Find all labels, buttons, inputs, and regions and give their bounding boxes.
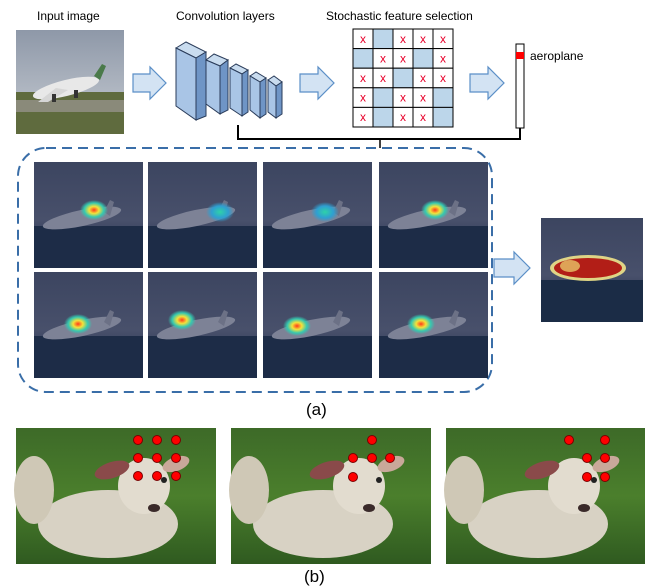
heatmap-thumbnail <box>34 272 143 378</box>
grid-cell-mark: x <box>440 71 446 85</box>
keypoint-dot <box>582 453 592 463</box>
keypoint-dot <box>348 472 358 482</box>
grid-cell-mark: x <box>360 91 366 105</box>
heatmap-thumbnail <box>263 162 372 268</box>
heatmap-thumbnail <box>148 272 257 378</box>
heatmap-thumbnail <box>379 162 488 268</box>
input-image-label: Input image <box>37 9 100 23</box>
keypoint-dot <box>171 453 181 463</box>
grid-cell-mark: x <box>360 110 366 124</box>
grid-cell-mark: x <box>400 91 406 105</box>
arrow-right-icon <box>299 65 335 101</box>
grid-cell-mark: x <box>420 71 426 85</box>
grid-cell-mark: x <box>440 32 446 46</box>
grid-cell-mark: x <box>420 91 426 105</box>
keypoint-dot <box>133 471 143 481</box>
keypoint-dot <box>600 435 610 445</box>
keypoint-dot <box>171 471 181 481</box>
keypoint-dot <box>152 453 162 463</box>
grid-cell <box>432 106 454 128</box>
heatmap-thumbnail <box>379 272 488 378</box>
keypoint-dot <box>367 435 377 445</box>
caption-b: (b) <box>304 567 325 586</box>
input-airplane-image <box>16 30 124 134</box>
output-score-marker <box>516 52 524 59</box>
grid-cell-mark: x <box>360 71 366 85</box>
lamb-image <box>14 428 216 564</box>
heatmap-thumbnail <box>34 162 143 268</box>
keypoint-dot <box>367 453 377 463</box>
keypoint-dot <box>133 453 143 463</box>
connector-line <box>237 125 521 140</box>
grid-cell-mark: x <box>400 32 406 46</box>
keypoint-dot <box>171 435 181 445</box>
grid-cell-mark: x <box>400 51 406 65</box>
grid-cell-mark: x <box>380 71 386 85</box>
grid-cell-mark: x <box>380 51 386 65</box>
grid-cell-mark: x <box>360 32 366 46</box>
aeroplane-label: aeroplane <box>530 49 584 63</box>
keypoint-dot <box>152 471 162 481</box>
convolution-layers-block <box>174 41 283 121</box>
grid-cell-mark: x <box>420 32 426 46</box>
keypoint-dot <box>582 472 592 482</box>
grid-cell-mark: x <box>400 110 406 124</box>
keypoint-dot <box>152 435 162 445</box>
convolution-layers-label: Convolution layers <box>176 9 275 23</box>
lamb-image <box>444 428 645 564</box>
stochastic-feature-selection-label: Stochastic feature selection <box>326 9 473 23</box>
grid-cell-mark: x <box>420 110 426 124</box>
grid-cell-mark: x <box>440 51 446 65</box>
keypoint-dot <box>600 453 610 463</box>
keypoint-dot <box>600 472 610 482</box>
arrow-right-icon <box>493 250 531 286</box>
caption-a: (a) <box>306 400 327 419</box>
heatmap-container <box>17 147 493 393</box>
arrow-right-icon <box>132 65 167 101</box>
keypoint-dot <box>385 453 395 463</box>
keypoint-dot <box>564 435 574 445</box>
arrow-right-icon <box>469 65 505 101</box>
heatmap-thumbnail <box>148 162 257 268</box>
heatmap-thumbnail <box>263 272 372 378</box>
keypoint-dot <box>348 453 358 463</box>
output-heatmap-image <box>541 218 643 322</box>
lamb-image <box>229 428 431 564</box>
keypoint-dot <box>133 435 143 445</box>
